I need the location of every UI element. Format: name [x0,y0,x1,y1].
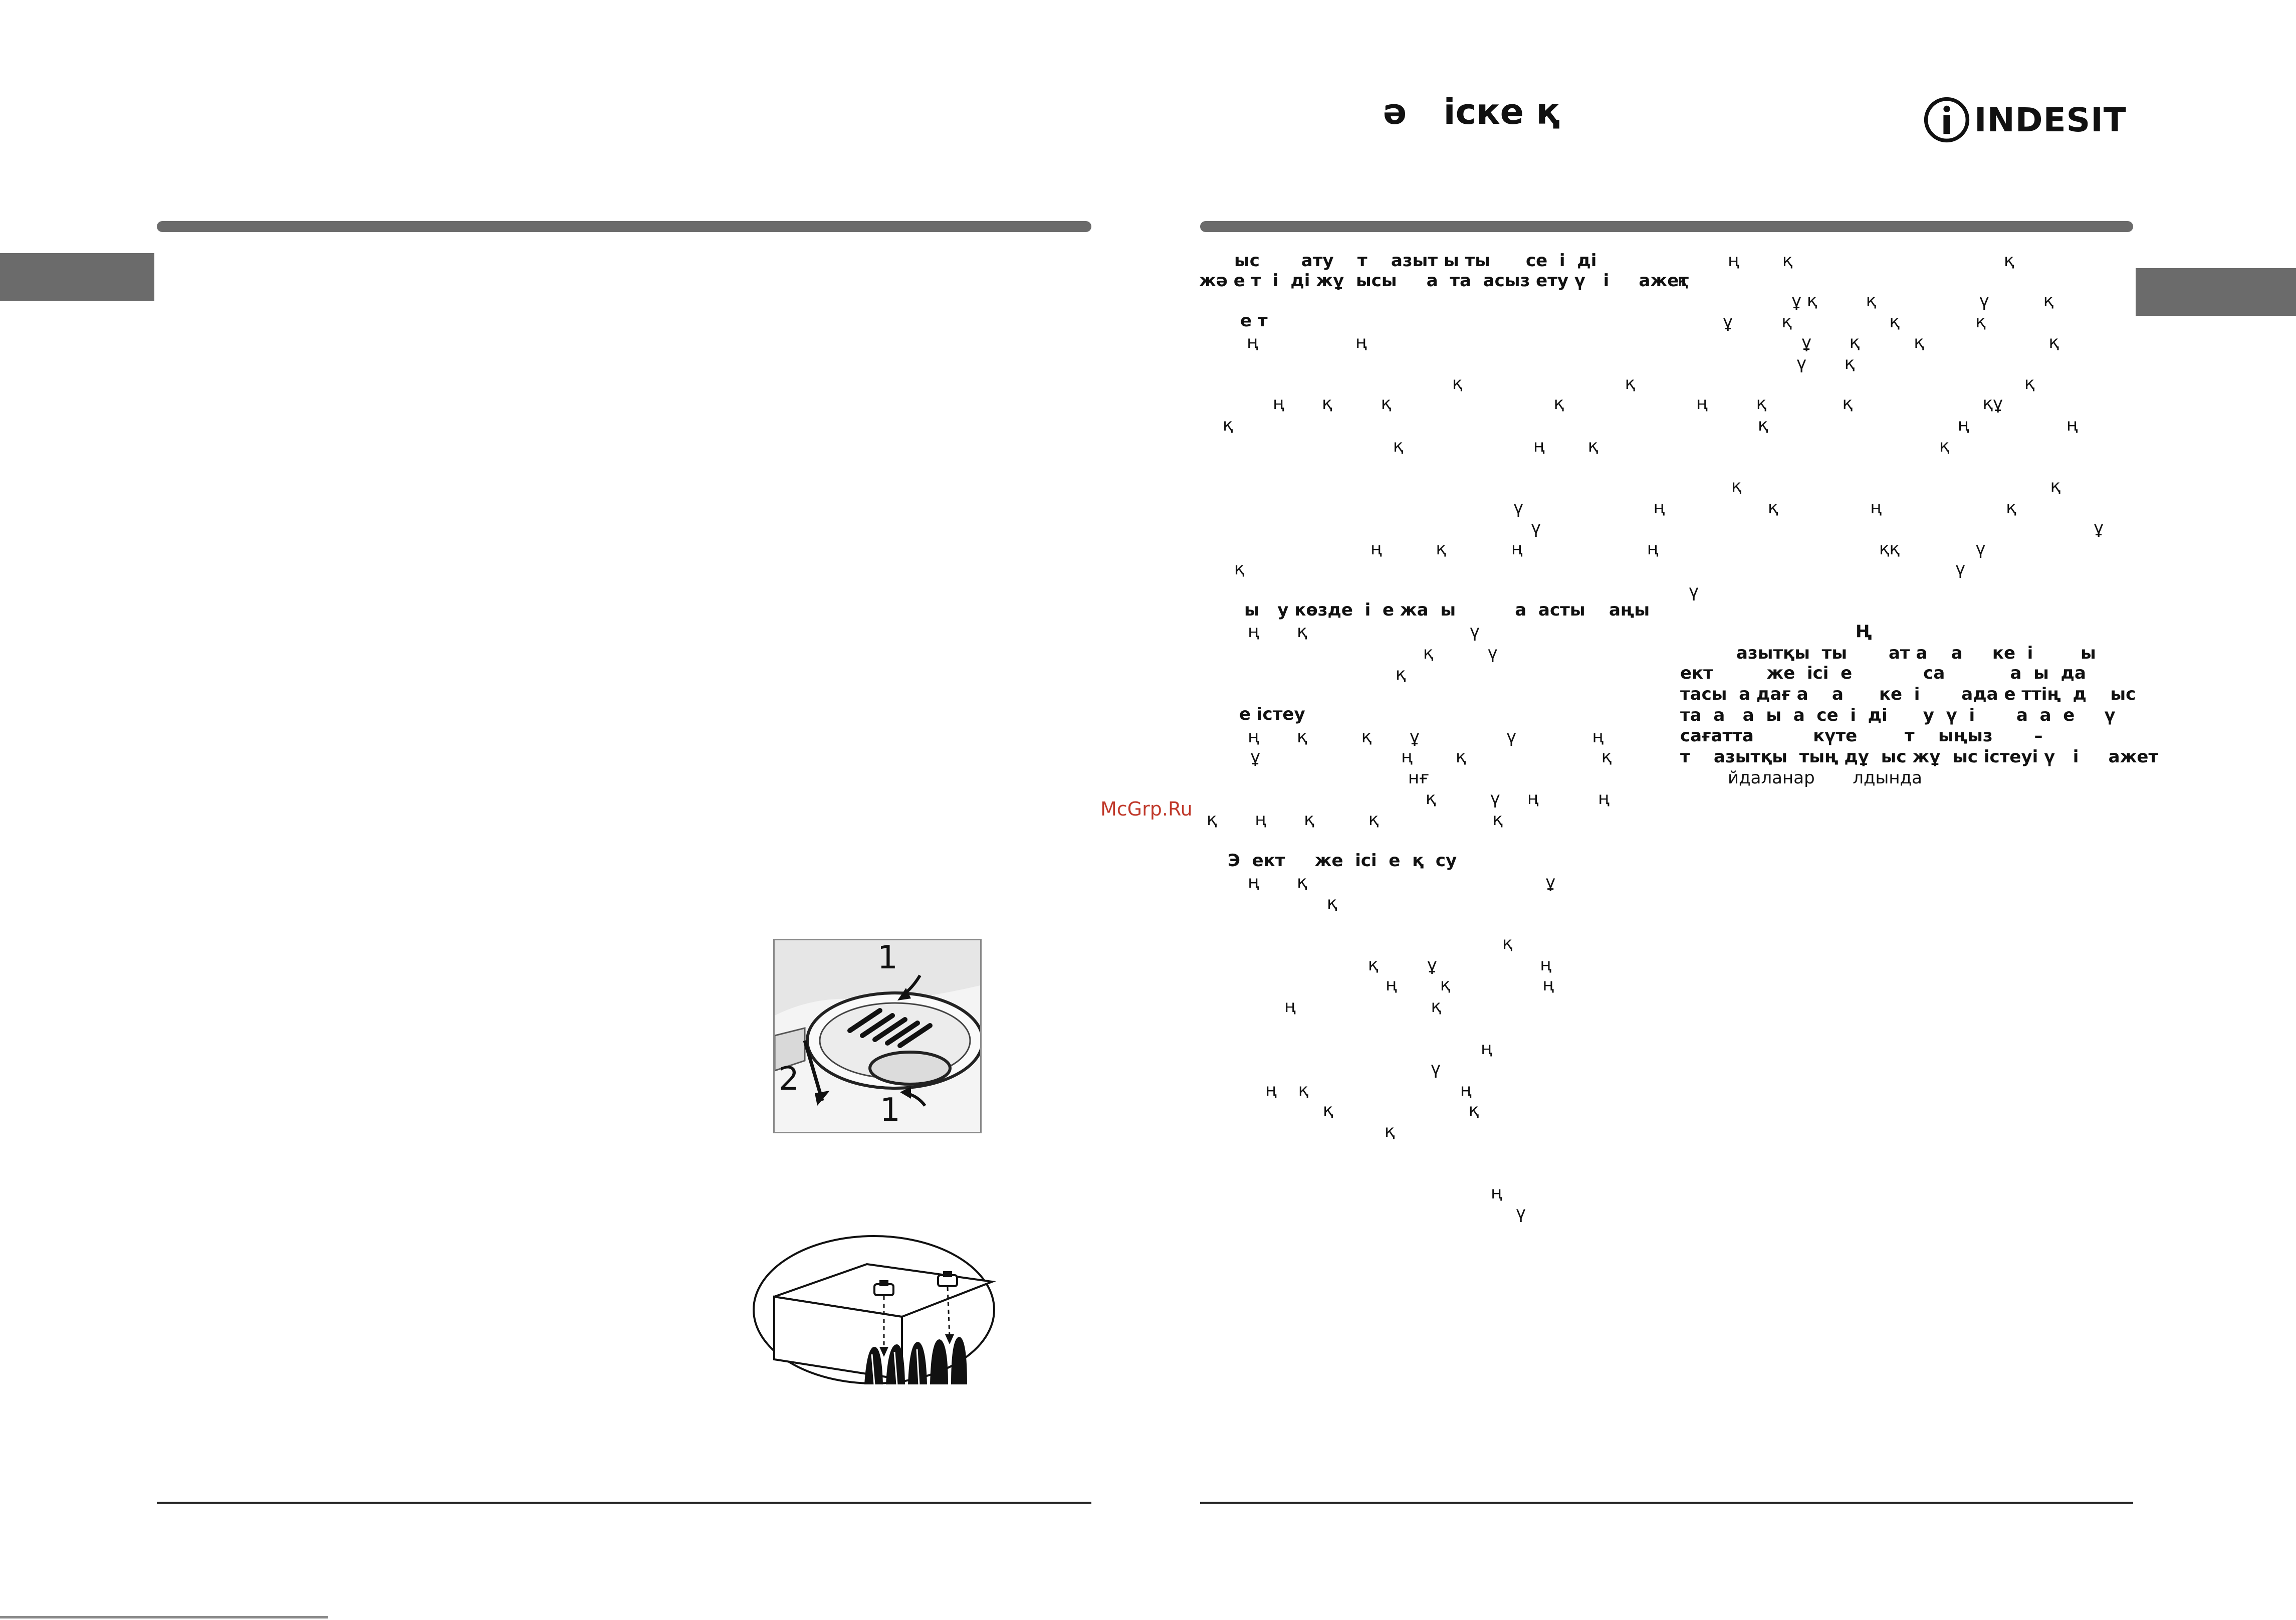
left-line: ыс ату т азыт ы ты се і ді [1234,251,1597,271]
bottom-edge-strip [0,1616,328,1618]
left-line: қ ң қ [1393,436,1598,456]
right-side-tab [2136,268,2296,316]
figure-label-left: 2 [779,1061,799,1098]
left-line: ұ ң қ қ [1250,747,1612,767]
right-line: ұ қ қ ү қ [1791,291,2054,311]
right-line: ң қ қ [1728,251,2014,271]
left-line: қ [1223,415,1233,435]
left-line: нғ [1408,768,1430,788]
left-top-rule [157,221,1091,232]
right-line: қ ң қ [1768,498,2016,518]
figure-label-top: 1 [877,939,898,976]
right-bottom-rule [1200,1502,2133,1504]
left-line: ң [1491,1183,1502,1203]
right-line: ққ ү [1879,539,1986,559]
left-line: қ ұ ң [1368,955,1551,975]
left-line: ң қ ң [1386,975,1554,995]
left-line: ң ң [1247,332,1367,352]
left-line: ү ң [1513,498,1665,518]
handle-illustration [775,940,980,1107]
right-line: Ң [1856,622,1872,642]
page-title: ә іске қ [1383,91,1560,132]
logo-wordmark: INDESIT [1974,100,2127,139]
left-line: ң [1481,1039,1492,1059]
left-side-tab [0,253,154,301]
left-line: е істеу [1239,704,1305,724]
right-line: ң қ қ құ [1696,393,2003,414]
right-line: ұ қ қ қ [1801,332,2059,352]
left-line: қ қ [1323,1100,1479,1120]
right-line: ү [1955,559,1966,579]
right-line: қ ң ң [1758,415,2078,435]
left-line: ү [1431,1059,1441,1079]
right-top-rule [1200,221,2133,232]
left-line: қ [1327,893,1337,913]
right-line: қ қ [1731,476,2061,496]
left-line: ң қ қ қ [1273,393,1564,414]
left-line: қ қ [1452,373,1636,393]
right-line: ү қ [1796,353,1855,373]
right-line: та а а ы а се і ді у ү і а а е ү [1680,705,2116,725]
left-line: е т [1240,311,1268,331]
right-line: сағатта күте т ыңыз – [1680,726,2043,746]
left-line: ң қ ң ң [1370,539,1659,559]
right-line: қ [1678,271,1688,291]
left-line: жә е т і ді жұ ысы а та асыз ету ү і аже… [1199,271,1689,291]
left-line: қ [1234,559,1245,579]
left-line: қ ң қ қ қ [1207,809,1503,830]
brand-logo: INDESIT [1923,96,2127,143]
right-line: т азытқы тың дұ ыс жұ ыс істеуі ү і ажет [1680,747,2159,767]
right-line: тасы а дағ а а ке і ада е ттің д ыс [1680,684,2136,704]
left-line: ң қ ұ [1248,872,1556,892]
left-line: ң қ [1284,996,1442,1017]
left-line: ң қ ң [1265,1080,1472,1100]
right-line: йдаланар лдында [1728,768,1922,788]
left-line: ң қ қ ұ ү ң [1248,727,1603,747]
figure-label-bottom: 1 [880,1092,900,1129]
left-line: Э ект же ісі е қ су [1228,851,1457,871]
watermark: McGrp.Ru [1100,798,1193,820]
indesit-logo-icon [1924,97,1970,143]
left-line: қ ү [1423,643,1498,663]
right-line: қ [1939,436,1950,456]
left-line: ү [1516,1203,1526,1223]
right-line: азытқы ты ат а а ке і ы [1736,643,2096,663]
left-line: ү [1531,518,1541,538]
left-line: ң қ ү [1248,622,1480,642]
left-bottom-rule [157,1502,1091,1504]
left-line: қ [1502,933,1513,953]
right-line: қ [2024,373,2035,393]
left-line: қ [1385,1121,1395,1141]
right-line: ұ [2094,518,2104,538]
right-line: ұ қ қ қ [1723,312,1986,332]
left-line: ү [1689,581,1699,601]
left-line: қ ү ң ң [1426,788,1610,808]
left-line: ы у көзде і е жа ы а асты аңы [1244,600,1650,620]
left-line: қ [1396,664,1406,684]
right-line: ект же ісі е са а ы да [1680,663,2086,683]
handle-removal-figure: 1 2 1 [773,939,982,1133]
rear-spacers-figure [753,1235,996,1385]
